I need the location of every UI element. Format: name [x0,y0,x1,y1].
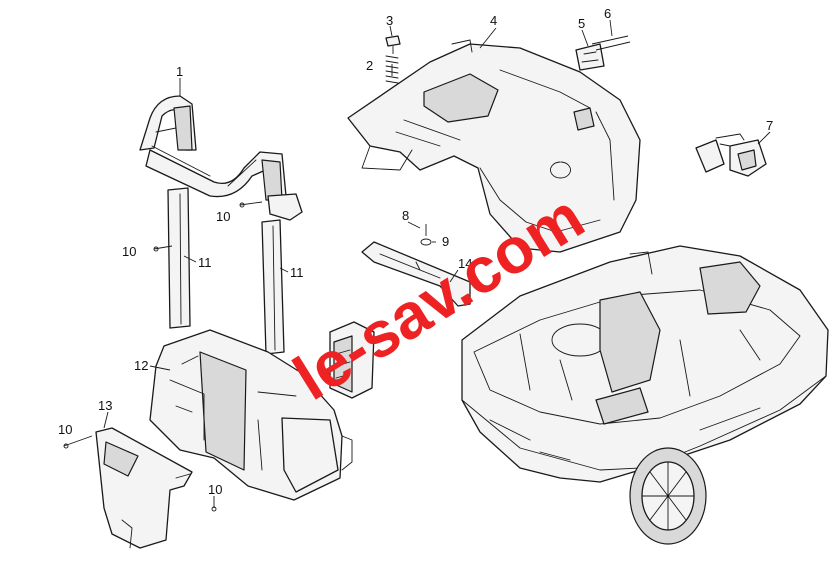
callout-leaders [103,19,771,429]
callout-14: 14 [458,256,472,271]
callout-4: 4 [490,13,497,28]
part-6-pins [591,35,631,51]
callout-5: 5 [578,16,585,31]
callout-12: 12 [134,358,148,373]
callout-7: 7 [766,118,773,133]
part-9-washer [420,238,432,246]
small-handle-part [329,321,375,399]
part-10-screws [63,201,263,512]
part-7-switch-assembly [695,133,767,177]
part-11-tubes [167,187,285,355]
callout-10-bottom: 10 [208,482,222,497]
part-5-clip [575,43,605,71]
part-13-cover [95,427,193,549]
callout-10-lower-left: 10 [58,422,72,437]
callout-2: 2 [366,58,373,73]
callout-6: 6 [604,6,611,21]
part-4-top-cover [347,39,641,253]
callout-11-right: 11 [290,265,304,280]
callout-9: 9 [442,234,449,249]
callout-13: 13 [98,398,112,413]
base-wheel [629,447,707,545]
callout-1: 1 [176,64,183,79]
callout-labels: 1 2 3 4 5 6 7 8 9 10 10 10 10 11 11 12 1… [58,6,773,497]
callout-10-top: 10 [216,209,230,224]
callout-10-left: 10 [122,244,136,259]
callout-8: 8 [402,208,409,223]
part-1-handle [139,95,303,221]
part-14-bracket [361,241,471,307]
base-housing [461,245,829,483]
callout-3: 3 [386,13,393,28]
callout-11-left: 11 [198,255,212,270]
part-3-screw [385,35,401,54]
part-12-frame [149,329,353,501]
